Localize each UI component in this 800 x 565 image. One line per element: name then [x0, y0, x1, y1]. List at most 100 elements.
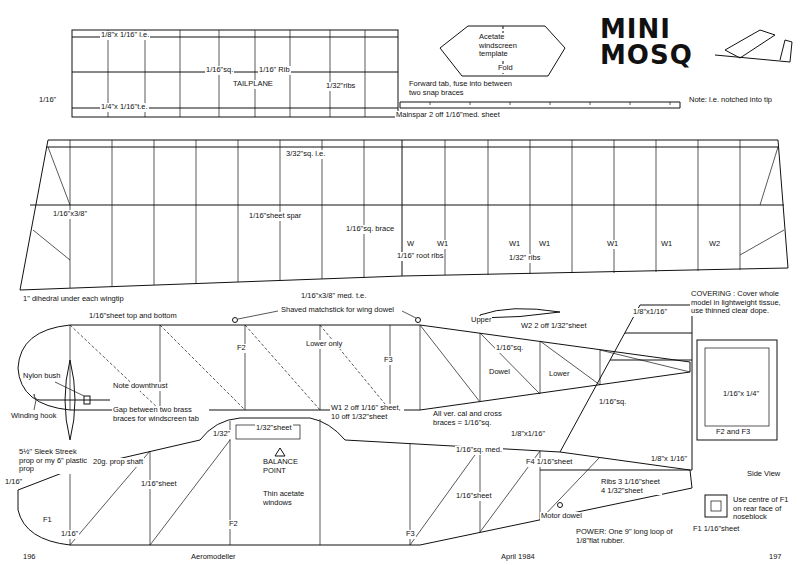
- wing-spars: [30, 140, 784, 276]
- dimension-label: 1/16": [38, 96, 57, 105]
- dimension-label: W1: [660, 240, 673, 249]
- dimension-label: 1/16"sq. brace: [345, 225, 395, 234]
- dimension-label: W2: [708, 240, 721, 249]
- wing-ribs: [70, 140, 740, 288]
- fuselage-top-bulkheads: [70, 325, 600, 410]
- f1-former: [705, 495, 727, 517]
- wing-dowel: [416, 318, 421, 323]
- dimension-label: COVERING : Cover whole model in lightwei…: [690, 290, 794, 316]
- dimension-label: Use centre of F1 on rear face of noseblo…: [732, 496, 796, 522]
- dimension-label: 1/16"sq.: [598, 398, 627, 407]
- dimension-label: W1: [606, 240, 619, 249]
- dimension-label: 1/16" root ribs: [396, 252, 444, 261]
- model-sketch: [715, 30, 792, 62]
- wing-plan: [20, 140, 788, 290]
- dimension-label: 1/8"x 1/16": [650, 455, 688, 464]
- f2-f3-inner: [705, 348, 769, 426]
- dimension-label: 196: [22, 553, 37, 562]
- dimension-label: Lower: [548, 370, 570, 379]
- dimension-label: POWER: One 9" long loop of 1/8"flat rubb…: [575, 528, 687, 545]
- dimension-label: W1 2 off 1/16" sheet, 10 off 1/32"sheet: [330, 404, 404, 421]
- side-braces: [70, 440, 600, 545]
- dimension-label: Note downthrust: [112, 382, 169, 391]
- dimension-label: 1/16"sq. med.: [455, 446, 503, 455]
- tailplane-outline: [72, 30, 398, 117]
- dimension-label: F1 1/16"sheet: [692, 525, 740, 534]
- dimension-label: Motor dowel: [540, 512, 583, 521]
- dimension-label: 1/32" ribs: [508, 254, 541, 263]
- dimension-label: 1/16"sheet spar: [248, 212, 302, 221]
- wing-outline: [20, 140, 788, 290]
- dimension-label: F3: [405, 530, 416, 539]
- dimension-label: F4 1/16"sheet: [525, 458, 573, 467]
- leader-lines: [34, 382, 84, 410]
- dimension-label: F1: [42, 516, 53, 525]
- fuselage-top-outline: [18, 325, 690, 410]
- wing-dowel: [233, 318, 238, 323]
- f2-f3-former: [697, 340, 777, 440]
- prop-shaft: [34, 394, 110, 400]
- dimension-label: 20g. prop shaft: [92, 458, 144, 467]
- dimension-label: Forward tab, fuse into between two snap …: [408, 80, 522, 97]
- dimension-label: W1: [508, 240, 521, 249]
- fuselage-side-view: [18, 305, 692, 545]
- dimension-label: Thin acetate windows: [262, 490, 314, 507]
- dimension-label: W: [406, 240, 415, 249]
- dimension-label: 1/32"ribs: [325, 82, 356, 91]
- dimension-label: Mainspar 2 off 1/16"med. sheet: [395, 111, 501, 120]
- tailplane: [72, 30, 398, 117]
- dimension-label: TAILPLANE: [232, 80, 274, 89]
- dimension-label: W2 2 off 1/32"sheet: [520, 322, 587, 331]
- dimension-label: April 1984: [500, 553, 536, 562]
- dimension-label: 1/8"x1/16": [510, 430, 546, 439]
- tailplane-spars: [72, 37, 398, 108]
- nylon-bush: [84, 396, 90, 404]
- dimension-label: 1/16": [4, 478, 23, 487]
- dimension-label: F2 and F3: [715, 428, 751, 437]
- fuselage-side-outline: [18, 418, 692, 545]
- dimension-label: F2: [228, 520, 239, 529]
- mainspar-notches: [430, 102, 670, 105]
- dimension-label: Note: l.e. notched into tip: [688, 96, 773, 105]
- dimension-label: 1/8"x 1/16" l.e.: [100, 31, 150, 40]
- fuselage-top-braces: [70, 325, 390, 410]
- fuselage-top-view: [18, 309, 690, 410]
- dimension-label: 1/16"sq.: [205, 66, 234, 75]
- plan-title: MINI MOSQ: [600, 16, 710, 68]
- dimension-label: F2: [236, 344, 247, 353]
- dimension-label: Acetate windscreen template: [478, 33, 538, 59]
- mainspar: [400, 102, 680, 108]
- side-bulkheads: [70, 419, 540, 545]
- mainspar-strip: [400, 102, 680, 108]
- fuselage-top-tail-braces: [420, 325, 690, 402]
- dimension-label: Nylon bush: [22, 372, 62, 381]
- dimension-label: Upper: [470, 316, 492, 325]
- dimension-label: 1/16"x3/8": [52, 210, 88, 219]
- dimension-label: BALANCE POINT: [262, 458, 304, 475]
- dimension-label: Winding hook: [10, 412, 57, 421]
- dimension-label: 1/4"x 1/16"t.e.: [100, 103, 149, 112]
- dimension-label: 1" dihedral under each wingtip: [22, 295, 125, 304]
- windscreen-template: [440, 26, 565, 76]
- balance-point-marker: [275, 448, 285, 456]
- dimension-label: Ribs 3 1/16"sheet 4 1/32"sheet: [600, 478, 662, 495]
- dimension-label: 1/16"sq.: [495, 344, 524, 353]
- dimension-label: W1: [538, 240, 551, 249]
- formers: [697, 340, 777, 517]
- dimension-label: 197: [768, 553, 783, 562]
- dimension-label: Fold: [497, 64, 514, 73]
- dimension-label: 1/32"sheet: [255, 424, 293, 433]
- dimension-label: 5½" Sleek Streek prop or my 6" plastic p…: [18, 448, 92, 474]
- dimension-label: Shaved matchstick for wing dowel: [280, 306, 395, 315]
- dimension-label: Aeromodeller: [190, 553, 237, 562]
- dimension-label: 1/16": [60, 530, 79, 539]
- dimension-label: 1/16" Rib: [258, 66, 291, 75]
- dimension-label: All ver. cal and cross braces = 1/16"sq.: [432, 410, 506, 427]
- dimension-label: W1: [436, 240, 449, 249]
- dimension-label: Side View: [746, 470, 781, 479]
- dimension-label: F3: [383, 356, 394, 365]
- dimension-label: 1/16"x 1/4": [722, 390, 760, 399]
- dimension-label: 1/32": [212, 430, 231, 439]
